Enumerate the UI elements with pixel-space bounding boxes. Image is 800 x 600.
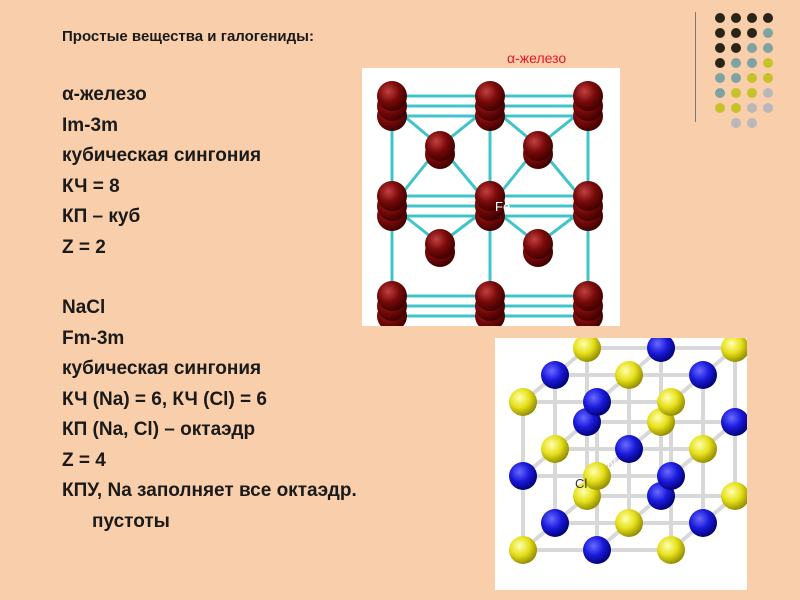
cl-atom [509, 536, 537, 564]
cl-atom [583, 462, 611, 490]
fe-name: α-железо [62, 84, 147, 105]
fe-atom [377, 81, 407, 111]
cl-atom [657, 536, 685, 564]
nacl-crystal-system: кубическая сингония [62, 358, 262, 379]
cl-atom [721, 338, 747, 362]
na-atom [689, 361, 717, 389]
cl-atom [615, 509, 643, 537]
fe-atom [425, 131, 455, 161]
nacl-lattice-drawing: Na Cl [509, 338, 747, 564]
fe-atom [377, 281, 407, 311]
na-atom [657, 462, 685, 490]
nacl-coordination-number: КЧ (Na) = 6, КЧ (Cl) = 6 [62, 388, 267, 410]
fe-atom [573, 81, 603, 111]
fe-coordination-number: КЧ = 8 [62, 175, 120, 197]
cl-atom [615, 361, 643, 389]
nacl-packing-note: КПУ, Na заполняет все октаэдр. [62, 480, 357, 501]
cl-atom [721, 482, 747, 510]
nacl-structure-image: Na Cl [495, 338, 747, 590]
cl-atom [657, 388, 685, 416]
cl-atom-label: Cl [575, 476, 587, 491]
nacl-name: NaCl [62, 297, 106, 318]
fe-crystal-system: кубическая сингония [62, 145, 262, 166]
fe-atom-label: Fe [495, 199, 510, 214]
fe-atom [573, 281, 603, 311]
decorative-divider [695, 12, 696, 122]
alpha-iron-structure-image: Fe [362, 68, 620, 326]
cl-atom [509, 388, 537, 416]
fe-coordination-polyhedron: КП – куб [62, 206, 141, 227]
alpha-iron-lattice-drawing: Fe [377, 81, 603, 326]
na-atom [647, 338, 675, 362]
na-atom [721, 408, 747, 436]
properties-list: α-железо Im-3m кубическая сингония КЧ = … [62, 80, 357, 537]
fe-image-caption: α-железо [507, 50, 567, 66]
na-atom [615, 435, 643, 463]
decorative-dot-grid [715, 13, 773, 128]
na-atom [583, 388, 611, 416]
cl-atom [541, 435, 569, 463]
fe-atom [573, 181, 603, 211]
fe-atom [523, 229, 553, 259]
slide-title: Простые вещества и галогениды: [62, 28, 314, 45]
fe-atom [523, 131, 553, 161]
na-atom [541, 361, 569, 389]
nacl-coordination-polyhedron: КП (Na, Cl) – октаэдр [62, 419, 256, 440]
fe-atom [475, 281, 505, 311]
na-atom [689, 509, 717, 537]
fe-atom [425, 229, 455, 259]
fe-atom [377, 181, 407, 211]
na-atom [509, 462, 537, 490]
fe-atom [475, 81, 505, 111]
na-atom [541, 509, 569, 537]
fe-z: Z = 2 [62, 236, 106, 258]
cl-atom [573, 338, 601, 362]
cl-atom [689, 435, 717, 463]
na-atom-label: Na [607, 456, 624, 471]
nacl-space-group: Fm-3m [62, 327, 125, 349]
na-atom [583, 536, 611, 564]
nacl-z: Z = 4 [62, 449, 106, 471]
fe-space-group: Im-3m [62, 114, 118, 136]
nacl-packing-note-cont: пустоты [92, 510, 170, 532]
spacer [62, 263, 357, 293]
fe-atom [475, 181, 505, 211]
